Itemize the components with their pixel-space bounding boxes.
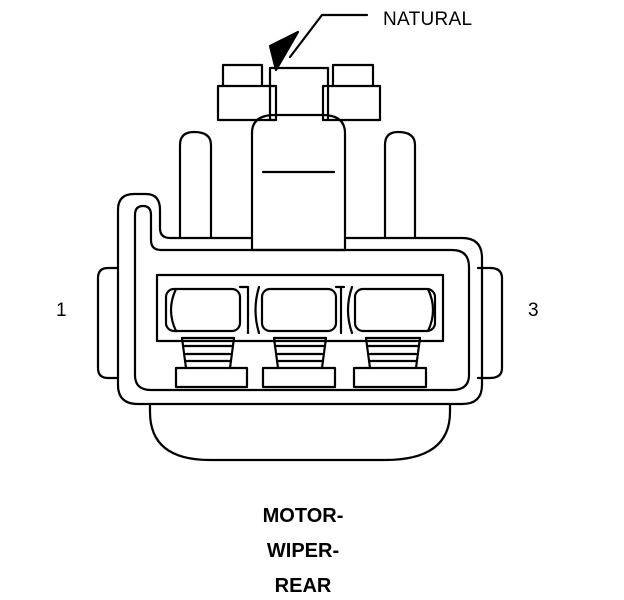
bottom-skirt: [148, 402, 452, 462]
side-ear-right: [476, 266, 504, 380]
guide-rib-right: [383, 130, 417, 240]
title-line-2: WIPER-: [266, 540, 340, 562]
title-line-3: REAR: [274, 575, 332, 597]
guide-rib-left: [178, 130, 213, 240]
callout-label: NATURAL: [383, 9, 473, 30]
terminal-2: [254, 285, 346, 389]
connector-housing-inner: [133, 204, 471, 392]
locking-tab: [250, 113, 347, 240]
title-line-1: MOTOR-: [262, 505, 344, 527]
side-ear-left: [96, 266, 120, 380]
pin-number-right: 3: [528, 300, 539, 321]
latch: [216, 63, 382, 122]
callout-leader: [268, 13, 369, 72]
pin-number-left: 1: [56, 300, 67, 321]
terminal-1: [164, 285, 250, 389]
terminal-frame: [155, 273, 445, 343]
terminal-3: [346, 285, 437, 389]
